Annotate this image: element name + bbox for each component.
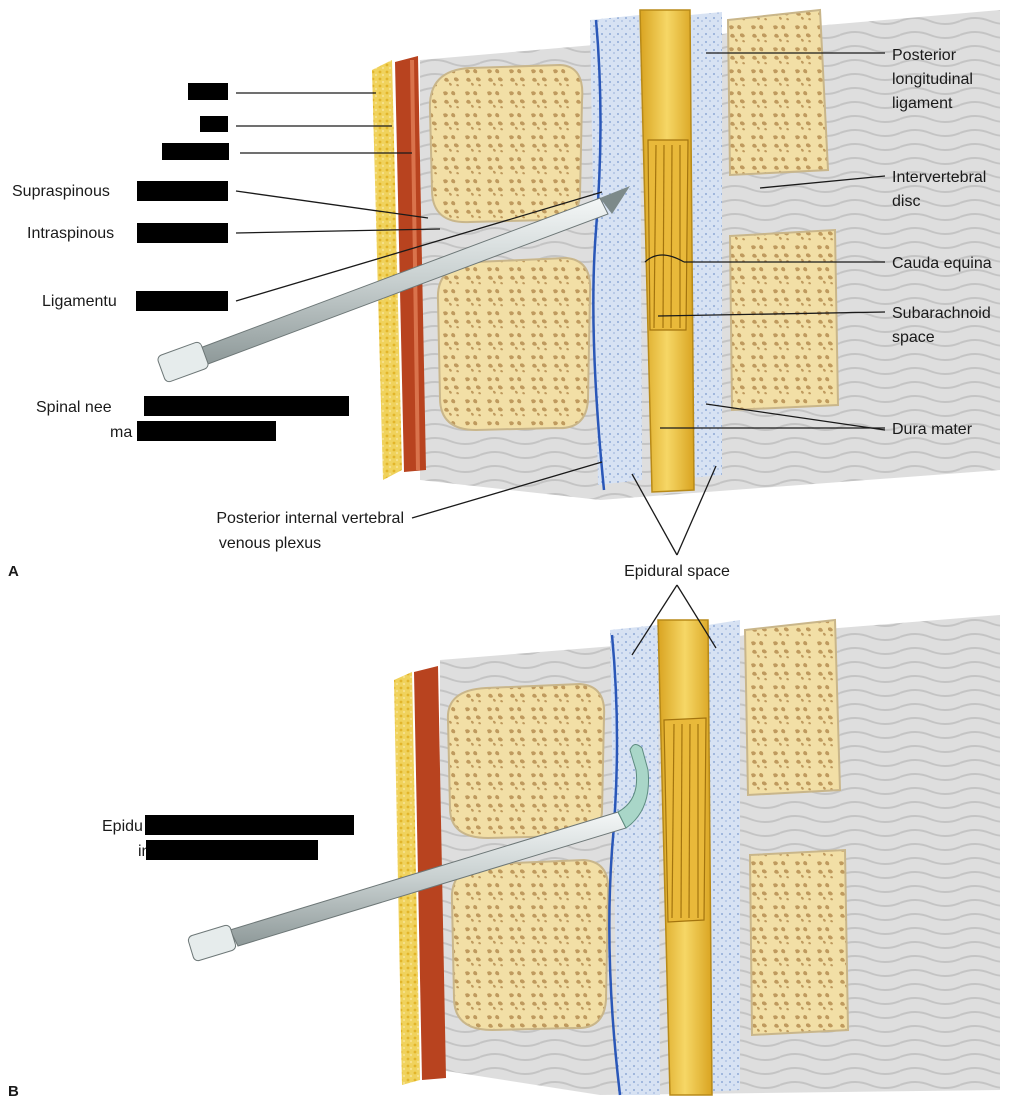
redaction-bar	[137, 223, 228, 243]
redaction-bar	[144, 396, 349, 416]
disc-a	[730, 175, 832, 232]
label-epidural-needle-partial-1: Epidu	[102, 818, 143, 835]
redactions	[136, 83, 354, 860]
redaction-bar	[145, 815, 354, 835]
redaction-bar	[137, 421, 276, 441]
redaction-bar	[146, 840, 318, 860]
vertebral-body-upper-a	[728, 10, 828, 175]
label-epidural-space: Epidural space	[624, 563, 730, 580]
label-ligamentum-partial: Ligamentu	[42, 293, 117, 310]
lamina-lower-b	[452, 860, 608, 1030]
lamina-upper-a	[430, 65, 582, 222]
left-labels: Supraspinous Intraspinous Ligamentu Spin…	[12, 183, 150, 860]
vertebral-body-lower-a	[730, 230, 838, 410]
lamina-upper-b	[448, 684, 604, 838]
redaction-bar	[137, 181, 228, 201]
redaction-bar	[136, 291, 228, 311]
label-subarachnoid-2: space	[892, 329, 935, 346]
label-intervertebral-disc-1: Intervertebral	[892, 169, 986, 186]
cauda-equina-b	[664, 718, 706, 922]
label-posterior-longitudinal-3: ligament	[892, 95, 953, 112]
label-spinal-needle-partial-1: Spinal nee	[36, 399, 112, 416]
label-dura-mater: Dura mater	[892, 421, 973, 438]
vertebral-body-lower-b	[750, 850, 848, 1035]
redaction-bar	[188, 83, 228, 100]
label-subarachnoid-1: Subarachnoid	[892, 305, 991, 322]
vertebral-body-upper-b	[745, 620, 840, 795]
label-intraspinous-partial: Intraspinous	[27, 225, 114, 242]
label-intervertebral-disc-2: disc	[892, 193, 920, 210]
label-posterior-longitudinal-2: longitudinal	[892, 71, 973, 88]
epidural-fat-b	[610, 625, 660, 1095]
disc-b	[748, 795, 842, 850]
lamina-lower-a	[438, 258, 590, 430]
bottom-labels: Posterior internal vertebral venous plex…	[216, 510, 730, 580]
label-supraspinous-partial: Supraspinous	[12, 183, 110, 200]
panel-label-b: B	[8, 1083, 19, 1099]
panel-label-a: A	[8, 563, 19, 580]
label-cauda-equina: Cauda equina	[892, 255, 992, 272]
label-spinal-needle-partial-2: ma	[110, 424, 132, 441]
panel-a-illustration	[157, 10, 1000, 500]
label-venous-plexus-1: Posterior internal vertebral	[216, 510, 404, 527]
label-venous-plexus-2: venous plexus	[219, 535, 321, 552]
redaction-bar	[162, 143, 229, 160]
label-posterior-longitudinal-1: Posterior	[892, 47, 957, 64]
redaction-bar	[200, 116, 228, 132]
